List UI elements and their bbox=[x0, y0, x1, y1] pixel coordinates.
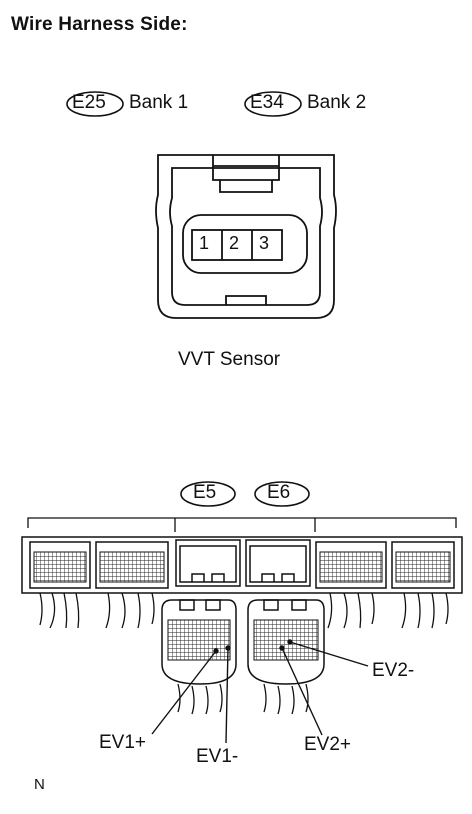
sensor-pin-2: 2 bbox=[229, 233, 240, 253]
sensor-pin-1: 1 bbox=[199, 233, 210, 253]
ecm-code-oval-e6 bbox=[254, 481, 310, 507]
terminal-leader-lines bbox=[151, 639, 369, 744]
ecm-pin-grids bbox=[33, 551, 451, 661]
leader-ev2-minus bbox=[289, 641, 369, 667]
ecm-harness-plugs bbox=[161, 599, 325, 685]
connector-code-e34: E34 bbox=[250, 92, 284, 113]
vvt-sensor-connector bbox=[155, 154, 337, 319]
ecm-bracket bbox=[27, 517, 457, 532]
ecm-code-oval-e5 bbox=[180, 481, 236, 507]
ecm-connector-e6: E6 bbox=[267, 482, 291, 503]
leader-ev1-plus bbox=[151, 650, 217, 735]
page-title: Wire Harness Side: bbox=[11, 14, 188, 35]
connector-code-oval-e34 bbox=[244, 91, 302, 117]
terminal-ev2-plus: EV2+ bbox=[304, 734, 352, 755]
connector-code-e25: E25 bbox=[72, 92, 106, 113]
ecm-connector-e5: E5 bbox=[193, 482, 217, 503]
footer-code: N bbox=[34, 776, 45, 793]
terminal-ev1-minus: EV1- bbox=[196, 746, 239, 767]
sensor-pin-3: 3 bbox=[259, 233, 270, 253]
harness-wires bbox=[39, 592, 449, 715]
leader-ev2-plus bbox=[281, 647, 323, 736]
connector-label-bank-2: Bank 2 bbox=[307, 92, 367, 113]
leader-ev1-minus bbox=[225, 647, 229, 744]
connector-label-bank-1: Bank 1 bbox=[129, 92, 189, 113]
sensor-caption: VVT Sensor bbox=[178, 349, 281, 370]
connector-code-oval-e25 bbox=[66, 91, 124, 117]
terminal-ev1-plus: EV1+ bbox=[99, 732, 147, 753]
terminal-ev2-minus: EV2- bbox=[372, 660, 415, 681]
ecm-connector-body bbox=[21, 536, 463, 594]
